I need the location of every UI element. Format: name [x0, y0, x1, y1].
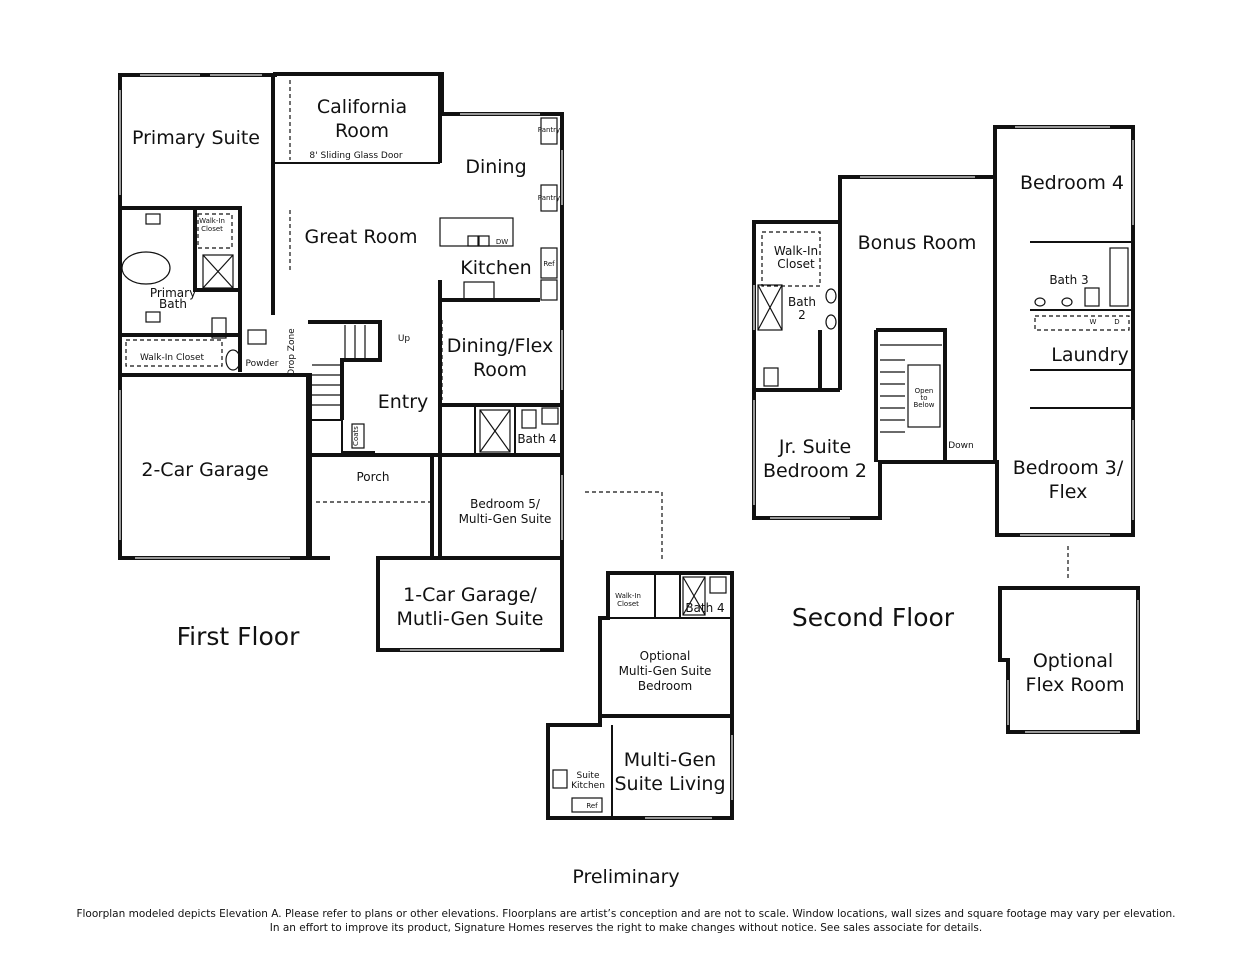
- label-primary-bath-1: Primary: [150, 286, 196, 300]
- label-multigen-living-2: Suite Living: [614, 773, 725, 795]
- label-down: Down: [948, 441, 974, 451]
- second-floor-walls: [752, 125, 1140, 734]
- label-alt-ref: Ref: [586, 802, 598, 810]
- first-floor-title: First Floor: [177, 622, 300, 651]
- label-one-car-garage-2: Mutli-Gen Suite: [396, 608, 543, 630]
- label-jr-suite-1: Jr. Suite: [778, 436, 851, 458]
- label-bedroom5-1: Bedroom 5/: [470, 497, 541, 511]
- label-optional-flex-1: Optional: [1033, 650, 1113, 672]
- label-two-car-garage: 2-Car Garage: [141, 459, 268, 481]
- label-bedroom3-2: Flex: [1049, 481, 1088, 503]
- label-bedroom5-2: Multi-Gen Suite: [459, 512, 552, 526]
- second-floor-title: Second Floor: [792, 603, 955, 632]
- label-up: Up: [398, 334, 411, 344]
- disclaimer-line-2: In an effort to improve its product, Sig…: [269, 922, 983, 934]
- label-dw: DW: [496, 238, 508, 246]
- label-california-room-2: Room: [335, 120, 389, 142]
- label-dining: Dining: [465, 156, 526, 178]
- label-bedroom3-1: Bedroom 3/: [1013, 457, 1124, 479]
- label-one-car-garage-1: 1-Car Garage/: [403, 584, 537, 606]
- label-open-below-3: Below: [913, 401, 934, 409]
- first-floor-fixtures: [121, 80, 559, 503]
- first-floor-windows: [119, 74, 563, 651]
- label-laundry: Laundry: [1051, 344, 1128, 366]
- label-coats: Coats: [352, 426, 360, 446]
- room-labels: First Floor Second Floor Primary Suite C…: [132, 96, 1129, 810]
- label-drop-zone: Drop Zone: [287, 328, 297, 376]
- label-suite-kitchen-1: Suite: [577, 771, 600, 781]
- label-bath4: Bath 4: [517, 432, 556, 446]
- label-walk-in-closet: Walk-In Closet: [140, 353, 205, 363]
- label-walk-in-top-2: Closet: [201, 225, 223, 233]
- label-walk-in-top-1: Walk-In: [199, 217, 225, 225]
- label-walk-in-2-2: Closet: [777, 257, 815, 271]
- label-alt-walk-in-2: Closet: [617, 600, 639, 608]
- label-jr-suite-2: Bedroom 2: [763, 460, 867, 482]
- label-alt-walk-in-1: Walk-In: [615, 592, 641, 600]
- label-bedroom4: Bedroom 4: [1020, 172, 1124, 194]
- label-optional-flex-2: Flex Room: [1026, 674, 1125, 696]
- label-washer: W: [1090, 318, 1097, 326]
- label-multigen-living-1: Multi-Gen: [624, 749, 716, 771]
- label-dining-flex-2: Room: [473, 359, 527, 381]
- label-alt-bath4: Bath 4: [685, 601, 724, 615]
- label-bath2-2: 2: [798, 308, 806, 322]
- label-great-room: Great Room: [304, 226, 417, 248]
- label-kitchen: Kitchen: [460, 257, 531, 279]
- label-optional-bedroom-3: Bedroom: [638, 679, 692, 693]
- label-ref: Ref: [543, 260, 555, 268]
- label-bonus-room: Bonus Room: [858, 232, 977, 254]
- label-bath2-1: Bath: [788, 295, 816, 309]
- second-floor-fixtures: [757, 231, 1130, 578]
- label-primary-bath-2: Bath: [159, 297, 187, 311]
- label-walk-in-2-1: Walk-In: [774, 244, 818, 258]
- second-floor-stairs: [880, 344, 942, 433]
- label-california-room-1: California: [317, 96, 407, 118]
- label-porch: Porch: [356, 470, 389, 484]
- label-suite-kitchen-2: Kitchen: [571, 781, 605, 791]
- label-pantry-2: Pantry: [538, 194, 560, 202]
- label-open-below-2: to: [920, 394, 927, 402]
- label-dining-flex-1: Dining/Flex: [447, 335, 554, 357]
- disclaimer-line-1: Floorplan modeled depicts Elevation A. P…: [76, 908, 1176, 920]
- label-powder: Powder: [246, 359, 279, 369]
- label-bath3: Bath 3: [1049, 273, 1088, 287]
- label-dryer: D: [1114, 318, 1119, 326]
- label-sliding-door: 8' Sliding Glass Door: [309, 151, 402, 161]
- first-floor-stairs: [312, 325, 366, 406]
- label-pantry-1: Pantry: [538, 126, 560, 134]
- preliminary-label: Preliminary: [572, 866, 680, 888]
- second-floor-windows: [753, 126, 1139, 733]
- label-optional-bedroom-2: Multi-Gen Suite: [619, 664, 712, 678]
- label-optional-bedroom-1: Optional: [640, 649, 691, 663]
- label-open-below-1: Open: [915, 387, 934, 395]
- label-entry: Entry: [378, 391, 429, 413]
- label-primary-suite: Primary Suite: [132, 127, 260, 149]
- multigen-option-walls: [546, 491, 734, 820]
